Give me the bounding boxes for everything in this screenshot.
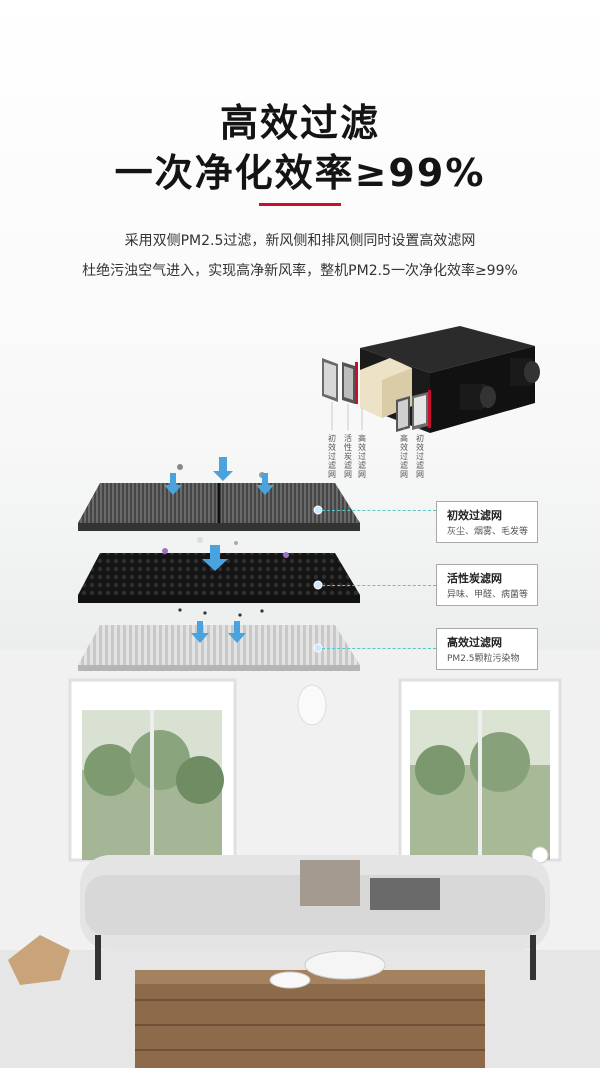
device-label-hepa-filter-2: 高效过滤网	[400, 434, 408, 479]
callout-line-hepa	[322, 648, 436, 649]
callout-desc: 异味、甲醛、病菌等	[447, 590, 529, 600]
callout-title: 初效过滤网	[447, 509, 502, 522]
callout-line-primary	[322, 510, 436, 511]
callout-primary-filter: 初效过滤网 灰尘、烟雾、毛发等	[436, 501, 538, 543]
page-subtitle: 一次净化效率≥99%	[114, 151, 486, 195]
filter-layers-illustration	[78, 457, 360, 671]
device-label-primary-filter-1: 初效过滤网	[328, 434, 336, 479]
callout-desc: PM2.5颗粒污染物	[447, 654, 520, 664]
callout-desc: 灰尘、烟雾、毛发等	[447, 527, 529, 537]
callout-carbon-filter: 活性炭滤网 异味、甲醛、病菌等	[436, 564, 538, 606]
device-label-carbon-filter: 活性炭滤网	[344, 434, 352, 479]
description-line-2: 杜绝污浊空气进入，实现高净新风率，整机PM2.5一次净化效率≥99%	[82, 263, 518, 279]
callout-title: 高效过滤网	[447, 636, 502, 649]
callout-line-carbon	[322, 585, 436, 586]
device-label-primary-filter-2: 初效过滤网	[416, 434, 424, 479]
callout-title: 活性炭滤网	[447, 572, 502, 585]
page-title: 高效过滤	[219, 101, 380, 145]
device-label-hepa-filter-1: 高效过滤网	[358, 434, 366, 479]
living-room-background-image	[0, 650, 600, 1068]
ventilator-device-image	[322, 326, 540, 433]
accent-divider	[259, 203, 341, 206]
description-line-1: 采用双侧PM2.5过滤，新风侧和排风侧同时设置高效滤网	[124, 233, 476, 249]
callout-hepa-filter: 高效过滤网 PM2.5颗粒污染物	[436, 628, 538, 670]
